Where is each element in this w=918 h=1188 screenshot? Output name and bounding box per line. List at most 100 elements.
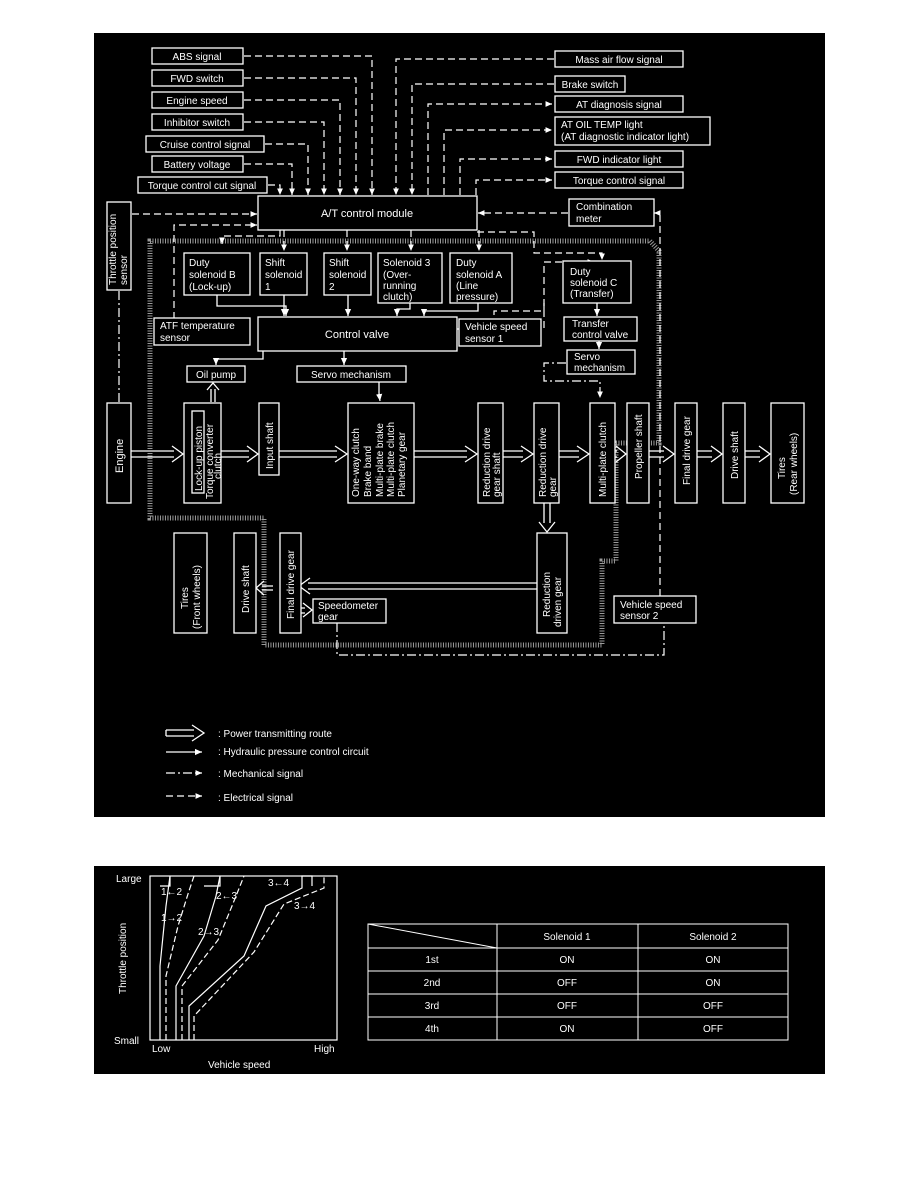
- fwd-switch-label: FWD switch: [170, 74, 223, 85]
- drive-shaft-front-box: [233, 532, 257, 634]
- abs-signal-label: ABS signal: [173, 52, 222, 63]
- planetary-label-3: Multi-plate brake: [375, 423, 386, 497]
- transfer-valve-label-1: Transfer: [572, 319, 610, 330]
- duty-a-label-2: solenoid A: [456, 270, 502, 281]
- speedo-to-vss2-mechanical: [336, 623, 665, 656]
- shift-curves: [159, 875, 325, 1040]
- col-header-solenoid-2: Solenoid 2: [689, 932, 737, 943]
- cell-1st-sol2: ON: [706, 955, 721, 966]
- tires-rear-label-1: Tires: [777, 457, 788, 479]
- reduction-drive-gear-box: [533, 402, 560, 504]
- multi-plate-clutch-label: Multi-plate clutch: [598, 422, 609, 497]
- control-valve-label: Control valve: [325, 329, 389, 341]
- legend-hydraulic-label: : Hydraulic pressure control circuit: [218, 747, 369, 758]
- input-shaft-box: [258, 402, 280, 476]
- combination-meter-label-2: meter: [576, 214, 602, 225]
- drive-shaft-front-label: Drive shaft: [241, 565, 252, 613]
- lockup-piston-label: Lock-up piston: [194, 426, 205, 491]
- servo2-label-2: mechanism: [574, 363, 625, 374]
- servo-mechanism-label: Servo mechanism: [311, 370, 391, 381]
- duty-c-label-2: solenoid C: [570, 278, 617, 289]
- block-diagram-svg: ABS signal FWD switch Engine speed Inhib…: [106, 47, 805, 804]
- servo-mechanism-right-box: [566, 349, 636, 375]
- cell-1st-sol1: ON: [560, 955, 575, 966]
- oil-temp-light-box: [554, 116, 711, 146]
- col-header-solenoid-1: Solenoid 1: [543, 932, 591, 943]
- shift2-label-2: solenoid: [329, 270, 366, 281]
- torque-cut-box: [137, 176, 268, 194]
- curve-3-2: [175, 875, 221, 1040]
- vss1-signal-line: [493, 303, 545, 318]
- row-gear-4th: 4th: [425, 1024, 439, 1035]
- legend: : Power transmitting route : Hydraulic p…: [165, 724, 369, 804]
- oil-pump-box: [186, 365, 246, 383]
- lockup-piston-box: [191, 410, 205, 494]
- duty-solenoid-c-box: [562, 260, 632, 304]
- curve-3-4: [193, 876, 325, 1040]
- vss2-label-2: sensor 2: [620, 611, 659, 622]
- header-diagonal: [367, 923, 498, 949]
- row-gear-3rd: 3rd: [425, 1001, 439, 1012]
- shift1-label-1: Shift: [265, 258, 285, 269]
- vss1-label-1: Vehicle speed: [465, 322, 527, 333]
- duty-c-label-1: Duty: [570, 267, 591, 278]
- curve-1-2: [165, 875, 195, 1040]
- shift-schedule-panel: Large Small Throttle position Low High V…: [94, 866, 825, 1074]
- curve-label-4-3: 3←4: [268, 878, 290, 889]
- power-route-arrows: [131, 445, 772, 618]
- y-axis-large-label: Large: [116, 874, 142, 885]
- final-drive-front-label: Final drive gear: [286, 549, 297, 619]
- planetary-label-1: One-way clutch: [351, 428, 362, 497]
- fwd-switch-box: [151, 69, 244, 87]
- reduction-driven-gear-box: [536, 532, 568, 634]
- duty-a-label-3: (Line: [456, 281, 479, 292]
- legend-electrical-label: : Electrical signal: [218, 793, 293, 804]
- planetary-gearset-box: [347, 402, 415, 504]
- fwd-indicator-box: [554, 150, 684, 168]
- inhibitor-switch-box: [151, 113, 244, 131]
- red-drive-gear-label-2: gear: [548, 476, 559, 497]
- atf-sensor-label-2: sensor: [160, 333, 191, 344]
- sol3-label-3: running: [383, 281, 416, 292]
- cell-3rd-sol2: OFF: [703, 1001, 723, 1012]
- battery-voltage-box: [151, 155, 244, 173]
- left-input-boxes: ABS signal FWD switch Engine speed Inhib…: [137, 47, 268, 194]
- engine-speed-box: [151, 91, 244, 109]
- cruise-control-label: Cruise control signal: [160, 140, 251, 151]
- shift-solenoid-2-box: [323, 252, 372, 296]
- abs-signal-box: [151, 47, 244, 65]
- drivetrain-row: Engine Lock-up piston Torque converter c…: [106, 402, 805, 504]
- tires-rear-box: [770, 402, 805, 504]
- planetary-label-4: Multi-plate clutch: [386, 422, 397, 497]
- tps-label-1: Throttle position: [108, 214, 119, 285]
- torque-cut-label: Torque control cut signal: [148, 181, 256, 192]
- y-axis-small-label: Small: [114, 1036, 139, 1047]
- drive-shaft-rear-label: Drive shaft: [730, 431, 741, 479]
- engine-box: [106, 402, 132, 504]
- tires-front-label-2: (Front wheels): [192, 565, 203, 629]
- cell-2nd-sol1: OFF: [557, 978, 577, 989]
- propeller-shaft-label: Propeller shaft: [634, 414, 645, 479]
- torque-control-box: [554, 171, 684, 189]
- red-drive-gear-label-1: Reduction drive: [538, 427, 549, 497]
- shift2-label-1: Shift: [329, 258, 349, 269]
- at-diagnosis-label: AT diagnosis signal: [576, 100, 662, 111]
- shift1-label-2: solenoid: [265, 270, 302, 281]
- at-control-module-label: A/T control module: [321, 208, 413, 220]
- tires-front-label-1: Tires: [180, 587, 191, 609]
- cell-2nd-sol2: ON: [706, 978, 721, 989]
- brake-switch-label: Brake switch: [562, 80, 619, 91]
- legend-mechanical-label: : Mechanical signal: [218, 769, 303, 780]
- red-drive-shaft-label-2: gear shaft: [492, 452, 503, 497]
- engine-label: Engine: [114, 439, 126, 473]
- x-axis-title: Vehicle speed: [208, 1060, 270, 1071]
- speedometer-gear-box: [312, 598, 387, 624]
- planetary-label-5: Planetary gear: [397, 431, 408, 497]
- throttle-position-sensor-box: [106, 201, 132, 291]
- legend-power-label: : Power transmitting route: [218, 729, 332, 740]
- speedo-label-2: gear: [318, 612, 339, 623]
- left-signal-lines: [244, 55, 375, 195]
- propeller-shaft-box: [626, 402, 650, 504]
- atf-sensor-label-1: ATF temperature: [160, 321, 235, 332]
- at-control-module-box: [257, 195, 478, 231]
